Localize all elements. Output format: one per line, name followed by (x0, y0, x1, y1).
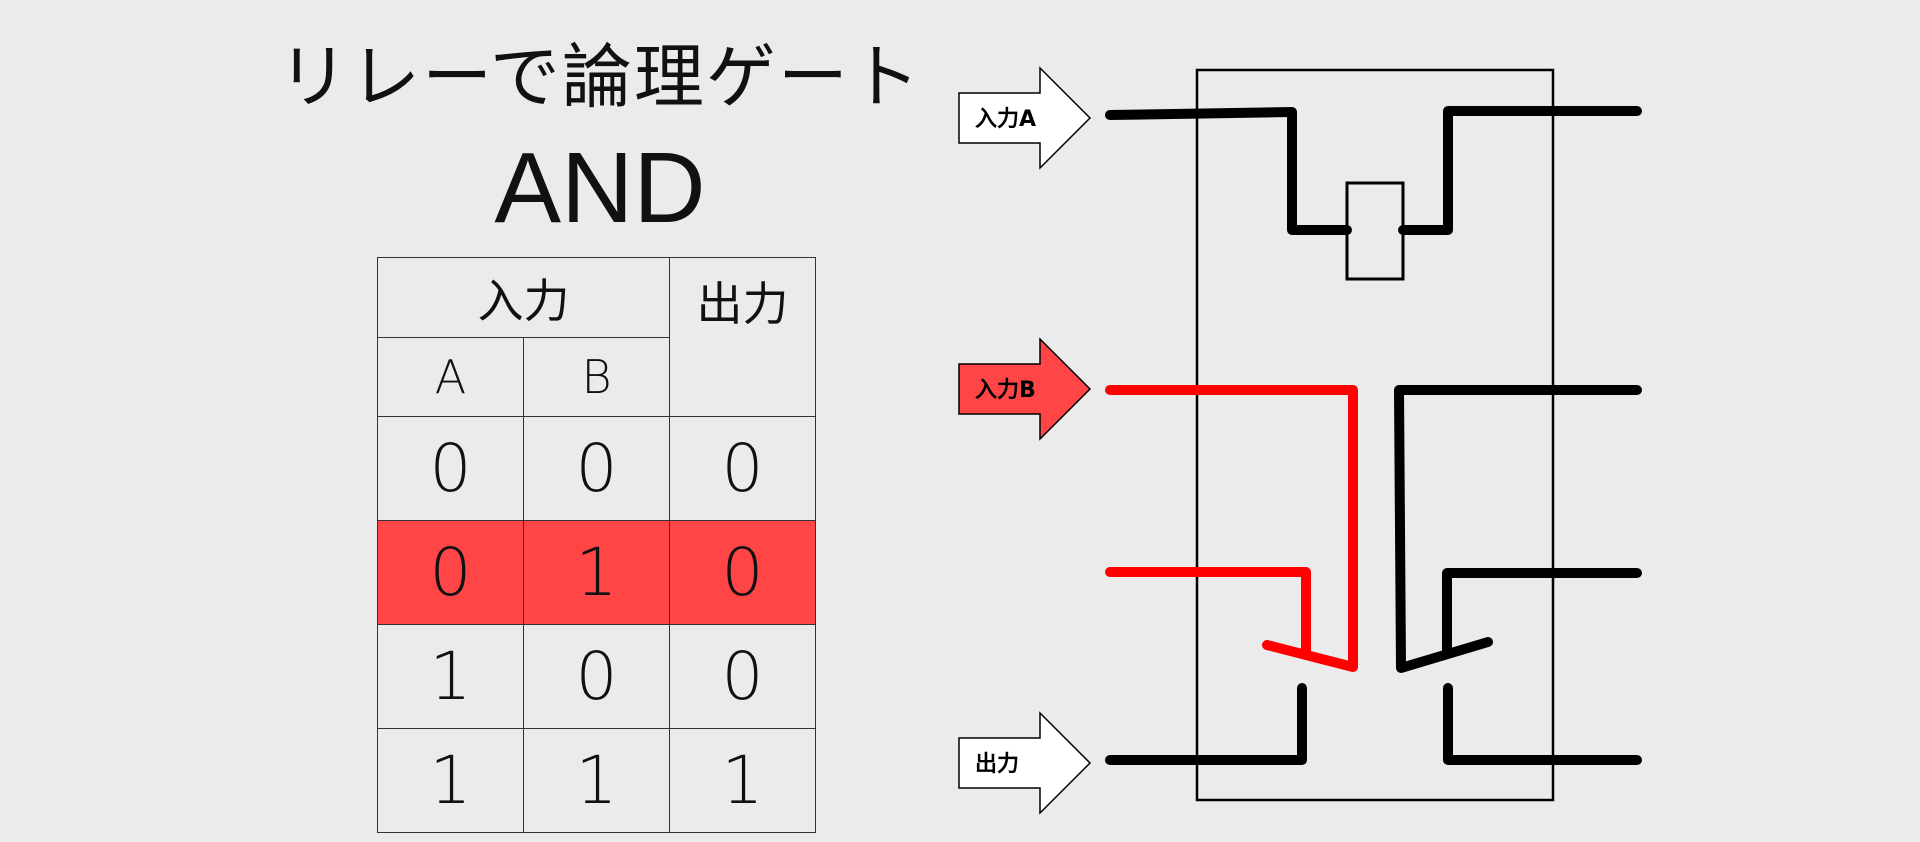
wire-output-right (1443, 683, 1642, 765)
cell-b: 0 (523, 624, 670, 729)
arrow-input-b: 入力B (958, 337, 1092, 441)
cell-a: 1 (377, 624, 524, 729)
arrow-output: 出力 (958, 711, 1092, 815)
wire-output-left (1105, 683, 1307, 765)
header-output: 出力 (669, 257, 816, 417)
cell-out: 0 (669, 624, 816, 729)
relay-coil (1345, 181, 1405, 281)
cell-a: 0 (377, 520, 524, 625)
header-a: A (377, 337, 524, 417)
arrow-output-label: 出力 (975, 752, 1019, 777)
table-row: 0 1 0 (377, 520, 816, 625)
table-row: 1 1 1 (377, 728, 816, 833)
wire-input-b-active (1105, 385, 1358, 672)
wire-coil-left (1105, 107, 1352, 235)
wire-coil-right (1398, 106, 1642, 235)
cell-b: 1 (523, 520, 670, 625)
cell-a: 0 (377, 416, 524, 521)
arrow-input-a: 入力A (958, 66, 1092, 170)
table-header-row: 入力 出力 (377, 257, 816, 417)
truth-table: 入力 出力 A B 0 0 0 0 1 0 1 0 0 1 1 1 (377, 257, 816, 833)
wire-input-b-lower (1105, 567, 1311, 660)
page-title: リレーで論理ゲート (278, 36, 922, 118)
switch-contact-lower (1442, 568, 1642, 657)
switch-contact-upper (1394, 385, 1642, 673)
cell-out: 0 (669, 520, 816, 625)
arrow-input-a-label: 入力A (975, 107, 1036, 132)
arrow-input-b-label: 入力B (975, 378, 1036, 403)
cell-out: 1 (669, 728, 816, 833)
table-row: 1 0 0 (377, 624, 816, 729)
gate-name: AND (494, 132, 706, 244)
table-row: 0 0 0 (377, 416, 816, 521)
arrow-input-b-shape (958, 337, 1092, 441)
table-subheader-row: A B (377, 337, 816, 417)
cell-a: 1 (377, 728, 524, 833)
relay-housing (1195, 68, 1555, 802)
header-input: 入力 (377, 257, 670, 338)
cell-b: 1 (523, 728, 670, 833)
cell-b: 0 (523, 416, 670, 521)
arrow-output-shape (958, 711, 1092, 815)
cell-out: 0 (669, 416, 816, 521)
arrow-input-a-shape (958, 66, 1092, 170)
